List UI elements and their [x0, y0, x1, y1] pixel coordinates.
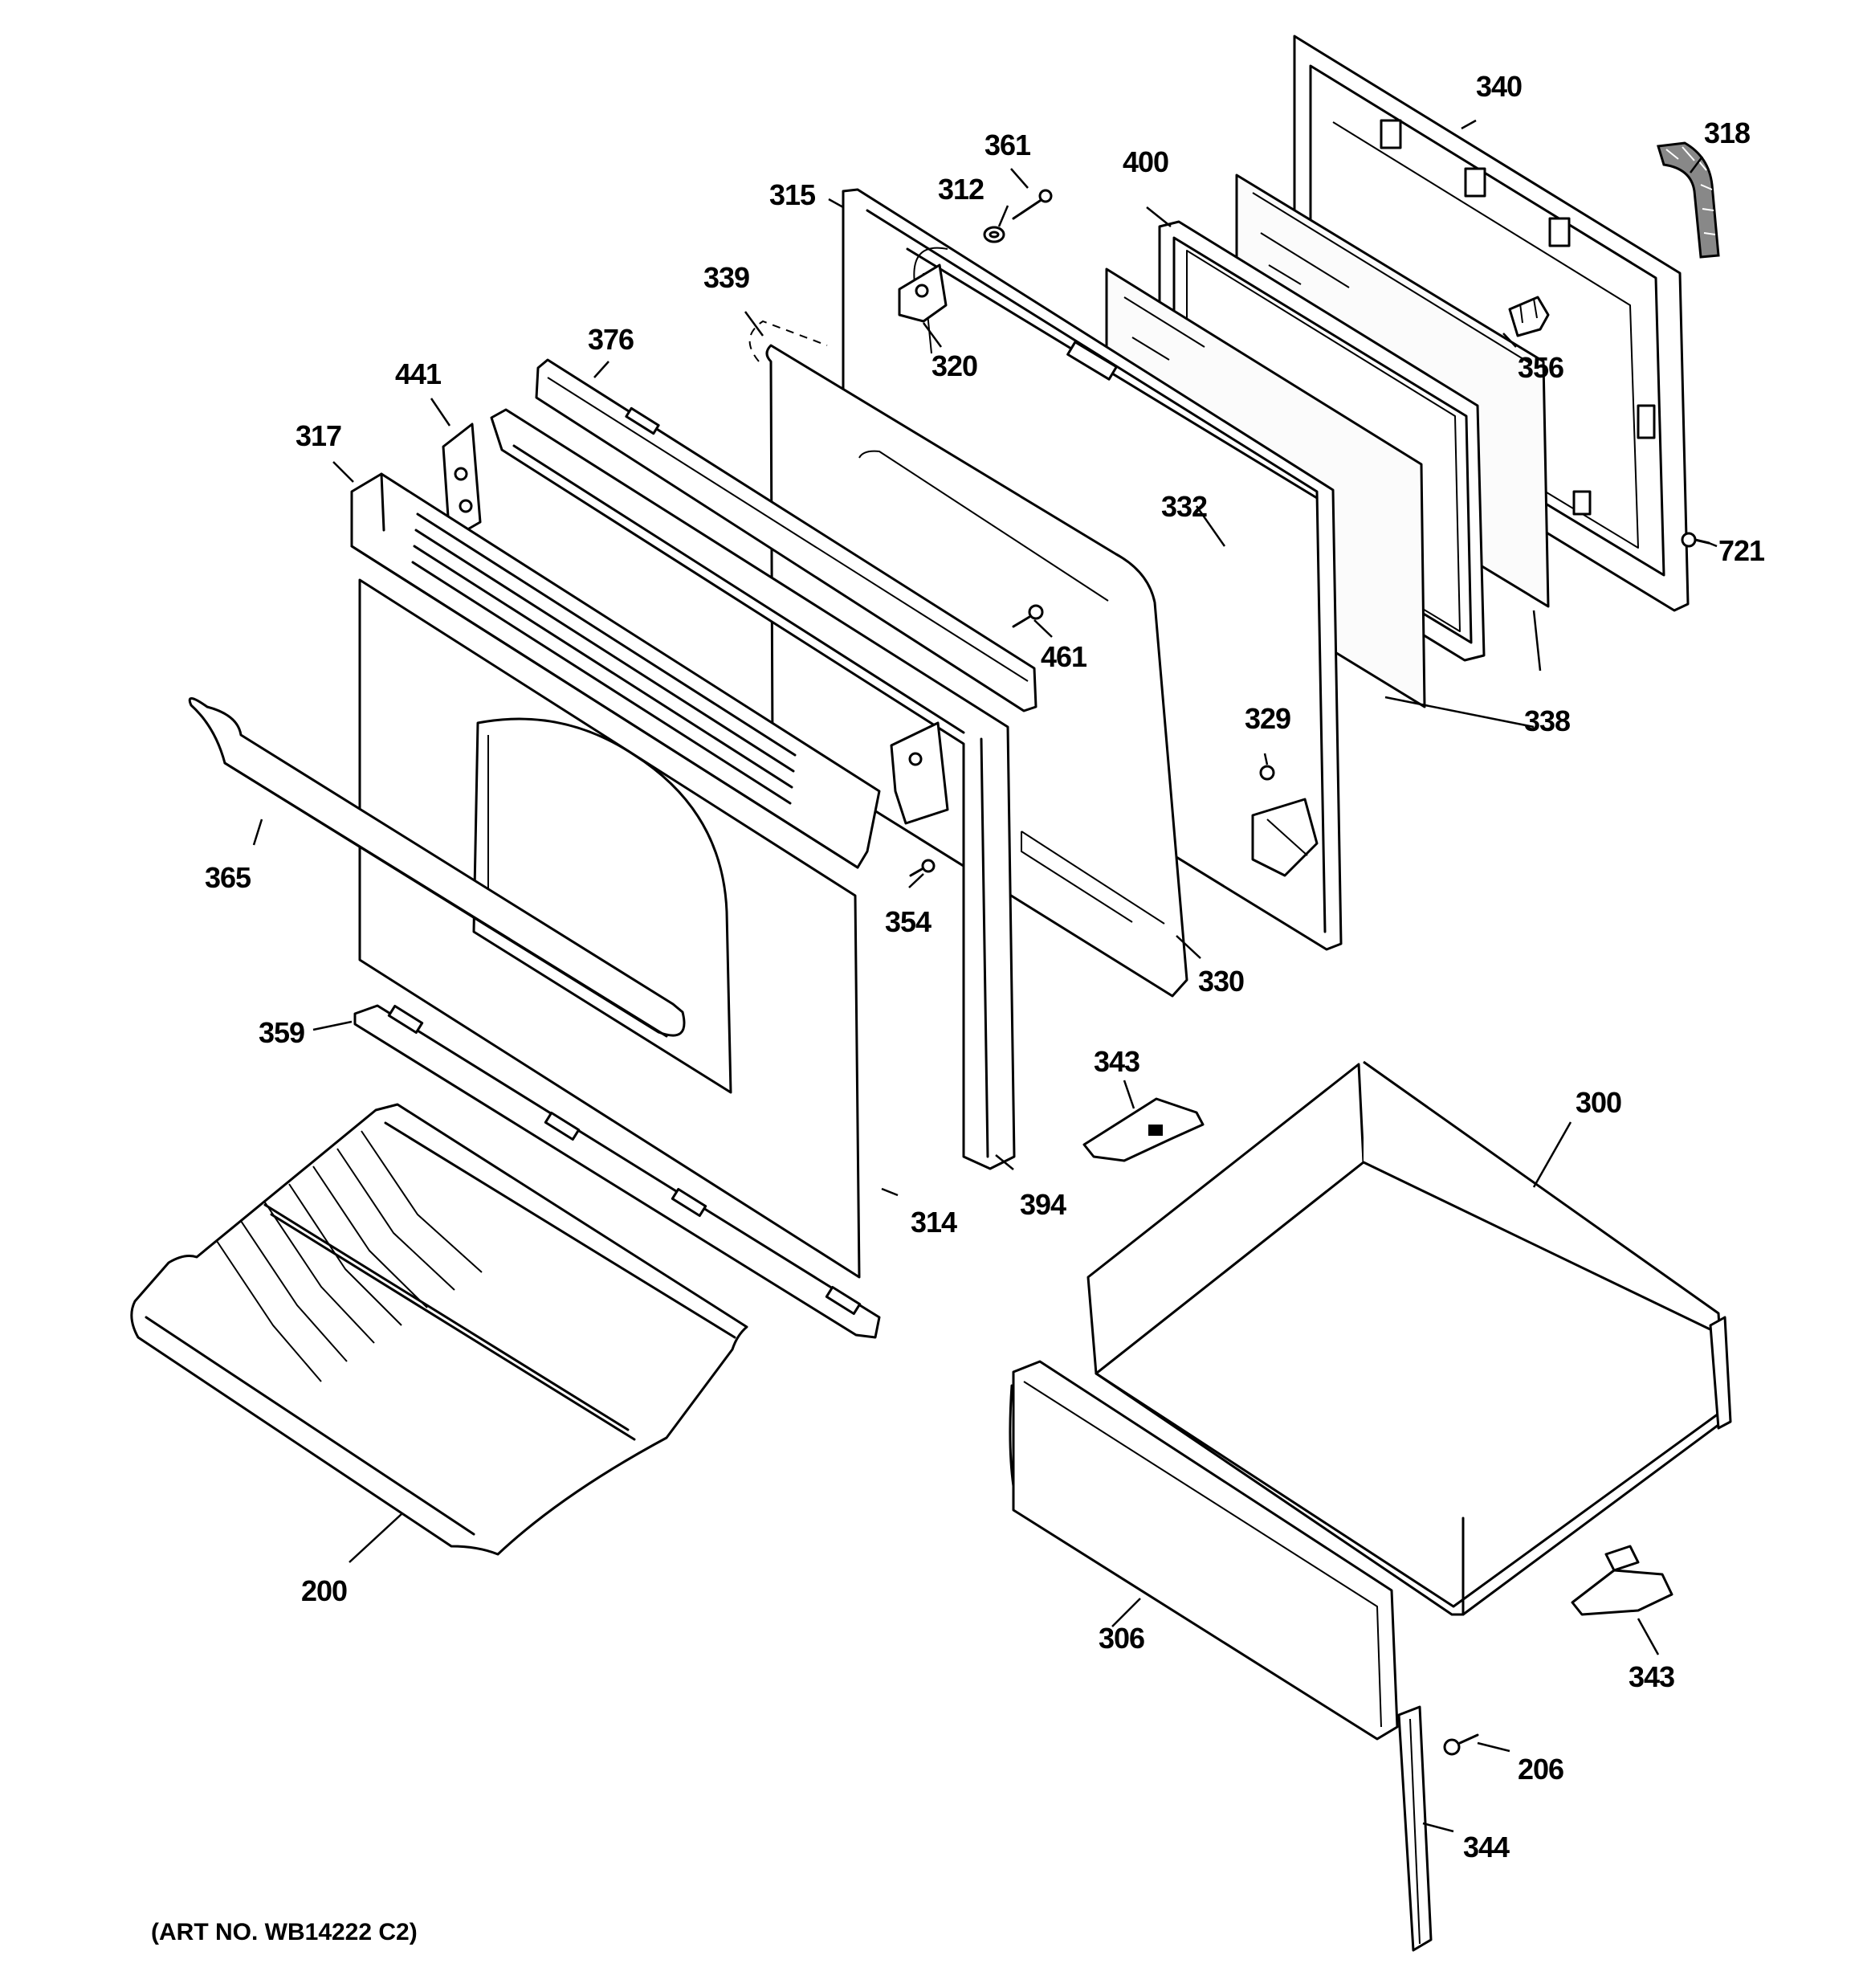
art-number: (ART NO. WB14222 C2)	[151, 1919, 418, 1945]
label-320: 320	[932, 349, 977, 382]
part-312-washer[interactable]	[983, 226, 1005, 243]
label-330: 330	[1198, 965, 1244, 998]
part-343-glide-lower[interactable]	[1571, 1545, 1673, 1616]
label-441: 441	[395, 357, 442, 390]
label-400: 400	[1123, 145, 1168, 178]
label-359: 359	[259, 1016, 304, 1049]
label-338: 338	[1524, 704, 1570, 737]
leader-lines	[252, 119, 1718, 1833]
part-461-screw[interactable]	[1012, 604, 1044, 628]
label-461: 461	[1041, 640, 1087, 673]
label-365: 365	[205, 861, 251, 894]
part-317-vent-trim[interactable]	[350, 472, 881, 869]
label-332: 332	[1161, 490, 1207, 523]
label-317: 317	[296, 419, 341, 452]
part-365-handle[interactable]	[188, 697, 686, 1038]
label-340: 340	[1476, 70, 1522, 103]
part-329-hinge[interactable]	[1251, 765, 1319, 877]
part-door-hinge-right[interactable]	[890, 721, 949, 825]
label-206: 206	[1518, 1753, 1563, 1786]
part-306-drawer-front[interactable]	[1009, 1360, 1399, 1741]
part-441-hinge[interactable]	[442, 423, 482, 541]
part-200-oven-rack[interactable]	[130, 1103, 748, 1556]
part-376-top-trim[interactable]	[535, 358, 1037, 712]
part-344-drawer-rail[interactable]	[1397, 1705, 1433, 1952]
label-300: 300	[1576, 1086, 1621, 1119]
part-354-screw[interactable]	[909, 859, 936, 877]
label-343-lower: 343	[1629, 1660, 1674, 1693]
part-206-screw[interactable]	[1443, 1733, 1479, 1756]
label-200: 200	[301, 1574, 347, 1607]
part-318-gasket[interactable]	[1657, 141, 1720, 259]
part-721-screw[interactable]	[1681, 532, 1710, 548]
part-361-screw[interactable]	[1012, 189, 1053, 220]
part-300-drawer-body[interactable]	[1086, 1060, 1732, 1616]
label-376: 376	[588, 323, 634, 356]
part-394-door-frame[interactable]	[490, 408, 1016, 1170]
part-359-bottom-trim[interactable]	[353, 1004, 881, 1339]
part-339-outline	[748, 320, 828, 362]
label-394: 394	[1020, 1188, 1066, 1221]
label-339: 339	[703, 261, 749, 294]
label-315: 315	[769, 178, 816, 211]
label-344: 344	[1463, 1831, 1510, 1863]
part-labels: 340 318 400 361 312 315 339 320 376 441 …	[205, 70, 1766, 1863]
part-340-inner-door[interactable]	[1293, 35, 1690, 612]
label-306: 306	[1099, 1622, 1144, 1655]
label-356: 356	[1518, 351, 1563, 384]
label-329: 329	[1245, 702, 1290, 735]
label-354: 354	[885, 905, 932, 938]
label-318: 318	[1704, 116, 1750, 149]
part-343-glide-upper[interactable]	[1082, 1097, 1205, 1162]
label-314: 314	[911, 1206, 957, 1239]
part-320-hinge[interactable]	[898, 263, 948, 323]
label-343-upper: 343	[1094, 1045, 1139, 1078]
label-312: 312	[938, 173, 984, 206]
label-361: 361	[984, 129, 1031, 161]
part-356-bracket[interactable]	[1508, 296, 1550, 337]
label-721: 721	[1718, 534, 1765, 567]
